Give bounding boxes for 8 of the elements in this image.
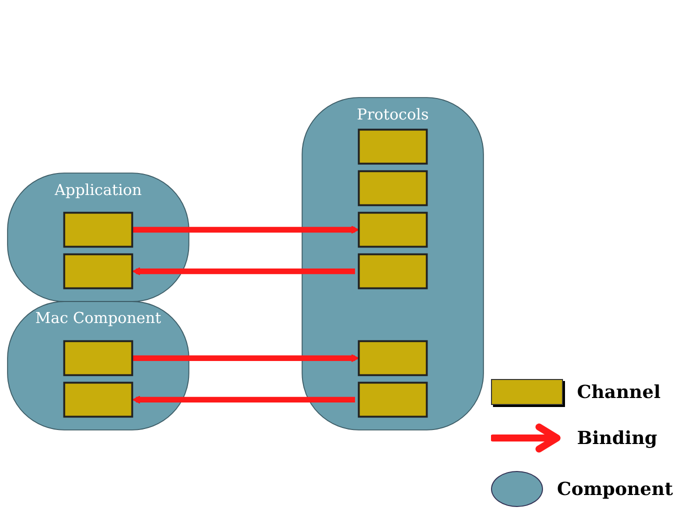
legend-label: Binding xyxy=(577,428,658,448)
arrow xyxy=(132,354,360,362)
arrow xyxy=(132,395,356,404)
arrow xyxy=(132,266,356,276)
legend-label: Channel xyxy=(577,382,661,402)
legend-label: Component xyxy=(557,478,673,500)
cluster: Protocols xyxy=(302,96,484,430)
arrow xyxy=(132,225,360,234)
